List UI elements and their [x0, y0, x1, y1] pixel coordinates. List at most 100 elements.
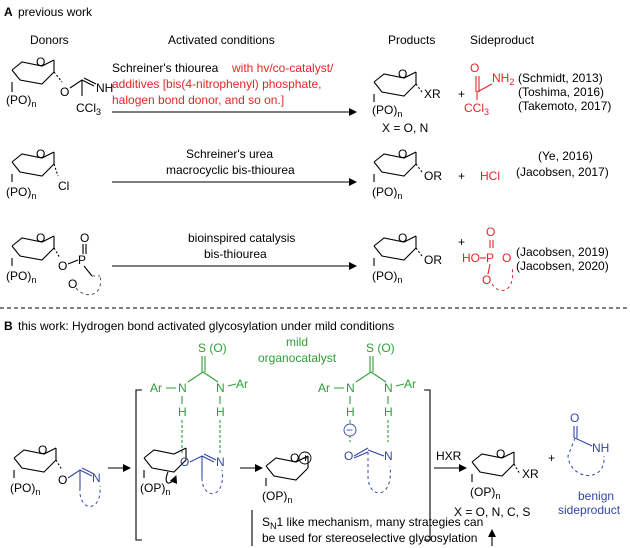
b-plus: +	[548, 451, 555, 465]
section-b-letter: B	[4, 319, 13, 333]
svg-text:O: O	[68, 277, 77, 291]
svg-text:O: O	[180, 455, 189, 469]
svg-text:O: O	[502, 251, 511, 265]
svg-text:O: O	[80, 231, 89, 245]
mechanism-text-1: SN1 like mechanism, many strategies can	[262, 515, 483, 531]
svg-text:N: N	[178, 381, 187, 395]
donor-nh: NH	[96, 81, 113, 95]
svg-text:CCl3: CCl3	[464, 101, 489, 117]
svg-text:(PO)n: (PO)n	[372, 185, 402, 201]
catalyst-label-1: mild	[286, 335, 308, 349]
row2-ref-0: (Ye, 2016)	[538, 149, 593, 163]
svg-text:H: H	[384, 405, 393, 419]
svg-text:Ar: Ar	[150, 381, 162, 395]
svg-text:Ar: Ar	[404, 377, 416, 391]
row2-cond-2: macrocyclic bis-thiourea	[166, 163, 295, 177]
donor-ccl3: CCl3	[76, 101, 101, 117]
donor-o: O	[60, 85, 69, 99]
b-thiourea-1: S (O) N N Ar Ar H H	[150, 341, 248, 454]
row3-donor: O (PO)n O P O O	[6, 231, 102, 296]
svg-text:O: O	[496, 447, 505, 461]
svg-text:S (O): S (O)	[198, 341, 227, 355]
b-side-label-2: sideproduct	[558, 503, 621, 517]
row1-plus: +	[458, 87, 465, 101]
mechanism-text-2: be used for stereoselective glycosylatio…	[262, 531, 477, 545]
col-products: Products	[388, 33, 435, 47]
svg-text:O: O	[36, 231, 45, 245]
svg-text:HO: HO	[462, 251, 480, 265]
row3-cond-1: bioinspired catalysis	[188, 231, 295, 245]
svg-text:N: N	[216, 455, 225, 469]
b-amidate: − O N	[343, 423, 393, 494]
svg-text:(PO)n: (PO)n	[6, 269, 36, 285]
svg-text:H: H	[346, 405, 355, 419]
section-a-title: previous work	[18, 5, 93, 19]
b-donor: O (PO)n O N	[10, 443, 101, 507]
row1-sideproduct: O NH2 CCl3	[464, 61, 514, 117]
row1-cond-red-3: halogen bond donor, and so on.]	[112, 93, 284, 107]
row1-ref-1: (Toshima, 2016)	[518, 85, 604, 99]
section-b-title: this work: Hydrogen bond activated glyco…	[18, 319, 394, 333]
svg-text:N: N	[384, 449, 393, 463]
svg-text:Ar: Ar	[236, 377, 248, 391]
svg-text:O: O	[486, 225, 495, 239]
b-hxr: HXR	[436, 449, 462, 463]
b-thiourea-2: S (O) N N Ar Ar H H	[318, 341, 416, 442]
row3-plus: +	[458, 235, 465, 249]
ring-oxygen: O	[36, 55, 45, 69]
svg-text:O: O	[58, 259, 67, 273]
b-product-xr: XR	[522, 467, 539, 481]
svg-text:(OP)n: (OP)n	[470, 485, 500, 501]
row2-ref-1: (Jacobsen, 2017)	[516, 165, 609, 179]
svg-text:O: O	[482, 273, 491, 287]
svg-text:N: N	[216, 381, 225, 395]
svg-text:S (O): S (O)	[366, 341, 395, 355]
b-lactam: O NH	[567, 411, 609, 476]
po-n-label: (PO)n	[6, 93, 36, 109]
svg-text:O: O	[58, 473, 67, 487]
row3-sideproduct: O P HO O O	[462, 225, 514, 291]
row1-product-xr: XR	[424, 87, 441, 101]
svg-text:(OP)n: (OP)n	[262, 489, 292, 505]
col-conditions: Activated conditions	[168, 33, 275, 47]
svg-text:N: N	[92, 471, 101, 485]
svg-text:−: −	[346, 423, 353, 437]
svg-text:O: O	[290, 451, 299, 465]
svg-text:O: O	[36, 147, 45, 161]
row3-product-or: OR	[424, 253, 442, 267]
svg-text:H: H	[178, 405, 187, 419]
svg-text:O: O	[398, 231, 407, 245]
row3-ref-0: (Jacobsen, 2019)	[516, 245, 609, 259]
donor-p: P	[78, 253, 86, 267]
svg-text:Ar: Ar	[318, 381, 330, 395]
row2-cond-1: Schreiner's urea	[186, 147, 273, 161]
col-donors: Donors	[30, 33, 69, 47]
row3-product: O (PO)n OR	[372, 231, 442, 285]
svg-text:(PO)n: (PO)n	[6, 185, 36, 201]
row1-product-x: X = O, N	[382, 121, 428, 135]
svg-text:NH2: NH2	[492, 71, 514, 87]
col-sideproduct: Sideproduct	[470, 33, 535, 47]
row1-product: O (PO)n XR X = O, N	[372, 67, 441, 135]
donor-cl: Cl	[58, 179, 69, 193]
b-side-label-1: benign	[578, 489, 614, 503]
svg-text:NH: NH	[592, 441, 609, 455]
section-a-letter: A	[4, 5, 13, 19]
svg-text:(PO)n: (PO)n	[372, 269, 402, 285]
svg-text:(OP)n: (OP)n	[140, 481, 170, 497]
svg-text:O: O	[38, 443, 47, 457]
b-activated-donor: (OP)n O N	[140, 447, 225, 497]
svg-text:O: O	[344, 449, 353, 463]
row2-product: O (PO)n OR	[372, 147, 442, 201]
row2-product-or: OR	[424, 169, 442, 183]
b-product-x: X = O, N, C, S	[454, 505, 530, 519]
svg-text:O: O	[398, 67, 407, 81]
svg-text:(PO)n: (PO)n	[372, 103, 402, 119]
row3-ref-1: (Jacobsen, 2020)	[516, 259, 609, 273]
b-product: O (OP)n XR X = O, N, C, S	[454, 447, 539, 519]
svg-text:N: N	[384, 381, 393, 395]
bracket-right	[424, 389, 431, 541]
row1-cond-red-1: with hv/co-catalyst/	[231, 61, 334, 75]
